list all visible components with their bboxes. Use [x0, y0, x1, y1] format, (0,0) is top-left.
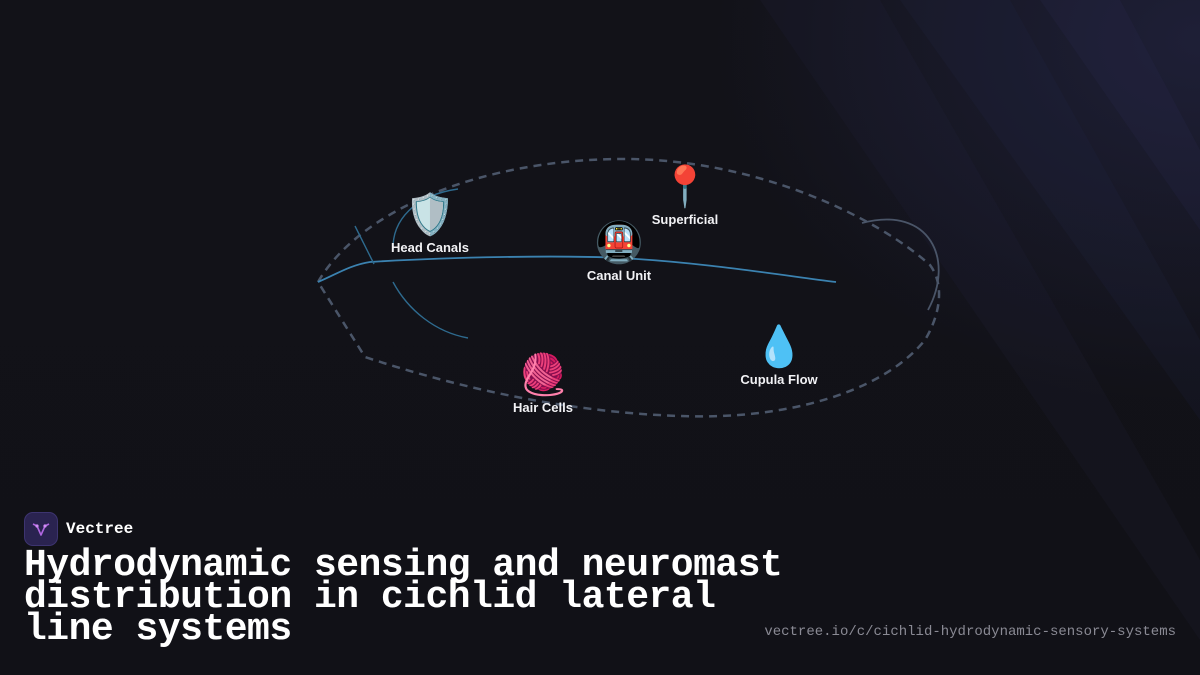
- head-canal-lower: [392, 281, 469, 339]
- gill-line: [354, 225, 375, 265]
- yarn-icon: 🧶: [518, 352, 568, 398]
- node-hair-cells[interactable]: 🧶 Hair Cells: [463, 352, 623, 415]
- vectree-logo-icon: [24, 512, 58, 546]
- pin-icon: 📍: [660, 164, 710, 210]
- lateral-line: [317, 255, 837, 283]
- node-cupula-flow[interactable]: 💧 Cupula Flow: [699, 324, 859, 387]
- node-label: Head Canals: [390, 240, 470, 255]
- node-superficial[interactable]: 📍 Superficial: [605, 164, 765, 227]
- node-label: Hair Cells: [513, 400, 573, 415]
- node-head-canals[interactable]: 🛡️ Head Canals: [350, 192, 510, 255]
- tail-fin-outline: [861, 218, 940, 311]
- head-canal-upper: [392, 188, 459, 251]
- shield-icon: 🛡️: [405, 192, 455, 238]
- droplet-icon: 💧: [754, 324, 804, 370]
- fish-body-outline: [316, 157, 941, 418]
- brand[interactable]: Vectree: [24, 512, 133, 546]
- node-canal-unit[interactable]: 🚇 Canal Unit: [539, 220, 699, 283]
- node-label: Cupula Flow: [740, 372, 818, 387]
- page-title: Hydrodynamic sensing and neuromast distr…: [24, 544, 783, 651]
- brand-name: Vectree: [66, 520, 134, 538]
- page-url[interactable]: vectree.io/c/cichlid-hydrodynamic-sensor…: [764, 624, 1176, 640]
- node-label: Superficial: [651, 212, 719, 227]
- node-label: Canal Unit: [586, 268, 652, 283]
- train-icon: 🚇: [594, 220, 644, 266]
